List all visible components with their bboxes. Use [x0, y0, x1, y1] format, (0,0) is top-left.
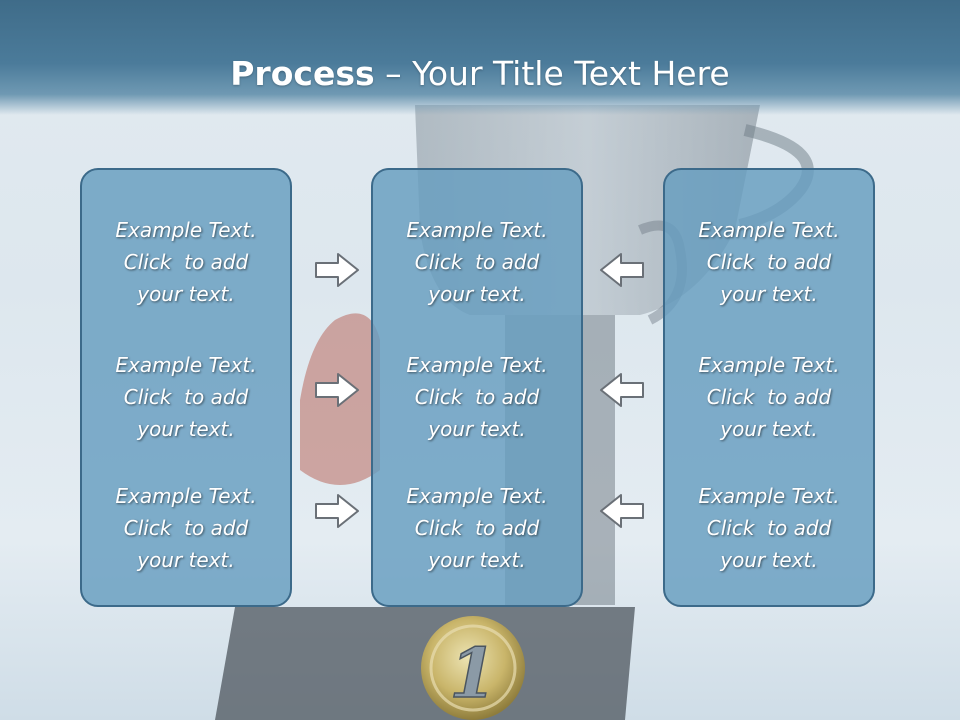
text-placeholder[interactable]: Example Text. Click to add your text. [115, 353, 257, 441]
medal-icon [421, 616, 525, 720]
text-placeholder[interactable]: Example Text. Click to add your text. [115, 484, 257, 572]
header-band [0, 0, 960, 115]
text-placeholder[interactable]: Example Text. Click to add your text. [115, 218, 257, 306]
text-placeholder[interactable]: Example Text. Click to add your text. [698, 218, 840, 306]
slide-title[interactable]: Process – Your Title Text Here [0, 52, 960, 96]
title-rest: – Your Title Text Here [374, 54, 730, 93]
text-placeholder[interactable]: Example Text. Click to add your text. [698, 353, 840, 441]
text-placeholder[interactable]: Example Text. Click to add your text. [698, 484, 840, 572]
text-placeholder[interactable]: Example Text. Click to add your text. [406, 353, 548, 441]
badge-number: 1 [449, 634, 496, 714]
right-arrow-icon [315, 494, 359, 528]
text-placeholder[interactable]: Example Text. Click to add your text. [406, 218, 548, 306]
left-arrow-icon [600, 373, 644, 407]
text-placeholder[interactable]: Example Text. Click to add your text. [406, 484, 548, 572]
left-text-box: Example Text. Click to add your text. Ex… [80, 168, 292, 607]
left-arrow-icon [600, 253, 644, 287]
right-arrow-icon [315, 373, 359, 407]
center-text-box: Example Text. Click to add your text. Ex… [371, 168, 583, 607]
right-text-box: Example Text. Click to add your text. Ex… [663, 168, 875, 607]
left-arrow-icon [600, 494, 644, 528]
right-arrow-icon [315, 253, 359, 287]
title-bold: Process [230, 54, 375, 93]
